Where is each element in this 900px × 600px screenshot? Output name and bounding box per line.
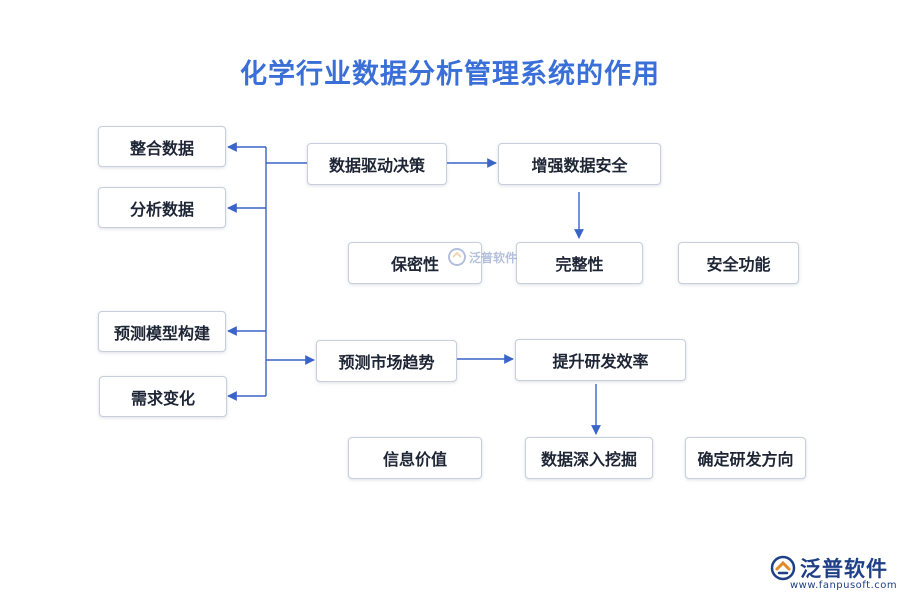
node-integrity: 完整性 — [516, 242, 643, 284]
node-label: 整合数据 — [129, 138, 194, 158]
node-demand-change: 需求变化 — [99, 376, 227, 417]
node-label: 安全功能 — [706, 255, 771, 274]
node-analyze-data: 分析数据 — [98, 187, 226, 228]
node-deep-mining: 数据深入挖掘 — [525, 437, 653, 479]
node-label: 数据驱动决策 — [328, 156, 425, 175]
node-confidentiality: 保密性 — [348, 242, 482, 284]
node-label: 增强数据安全 — [531, 156, 628, 175]
node-info-value: 信息价值 — [348, 437, 482, 479]
node-label: 预测市场趋势 — [338, 353, 435, 372]
node-predict-trend: 预测市场趋势 — [316, 340, 457, 382]
brand-name: 泛普软件 — [800, 557, 888, 581]
node-label: 提升研发效率 — [552, 352, 649, 371]
node-improve-rd: 提升研发效率 — [515, 339, 686, 381]
node-label: 确定研发方向 — [697, 450, 794, 469]
brand-logo-icon — [770, 555, 796, 581]
watermark-text: 泛普软件 — [469, 250, 518, 265]
node-label: 信息价值 — [382, 450, 447, 469]
node-label: 需求变化 — [130, 388, 195, 408]
node-label: 保密性 — [390, 255, 439, 274]
watermark-logo-icon — [448, 248, 466, 266]
node-label: 分析数据 — [129, 199, 194, 219]
node-predictive-modeling: 预测模型构建 — [98, 311, 226, 352]
node-enhance-security: 增强数据安全 — [498, 143, 661, 185]
node-label: 数据深入挖掘 — [540, 450, 637, 469]
node-data-driven-decision: 数据驱动决策 — [307, 143, 447, 185]
node-integrate-data: 整合数据 — [98, 126, 226, 167]
node-label: 预测模型构建 — [113, 323, 210, 343]
node-security-function: 安全功能 — [678, 242, 799, 284]
brand-logo: 泛普软件 — [770, 553, 888, 583]
node-rd-direction: 确定研发方向 — [685, 437, 806, 479]
node-label: 完整性 — [555, 255, 604, 274]
brand-url: www.fanpusoft.com — [790, 580, 898, 591]
diagram-title: 化学行业数据分析管理系统的作用 — [240, 59, 660, 90]
watermark: 泛普软件 — [447, 247, 517, 267]
